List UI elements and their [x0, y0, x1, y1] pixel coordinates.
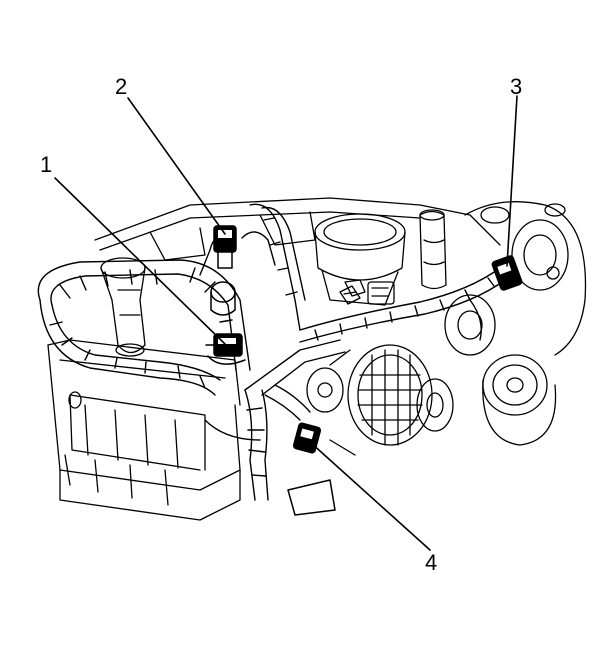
oil-fill-tube — [100, 257, 146, 357]
leader-lines — [54, 95, 518, 551]
lower-harness — [204, 339, 346, 501]
callout-2: 2 — [115, 74, 128, 99]
leader-line-4 — [309, 441, 431, 551]
leader-line-1 — [54, 177, 226, 345]
right-harness — [299, 267, 506, 343]
leader-line-3 — [506, 95, 518, 267]
connector-1 — [205, 333, 246, 365]
callout-3: 3 — [510, 74, 523, 99]
callout-1: 1 — [40, 152, 53, 177]
callout-4: 4 — [425, 550, 438, 575]
accessory-drive — [444, 201, 587, 446]
throttle-body — [314, 213, 406, 306]
intake-manifold — [94, 197, 501, 261]
bracket — [339, 285, 361, 305]
air-intake-tube — [419, 209, 447, 290]
connector-4 — [287, 422, 336, 516]
generator — [306, 344, 454, 456]
leader-line-2 — [127, 97, 226, 235]
connector-3 — [491, 255, 523, 291]
wiring-harness — [37, 203, 306, 396]
valve-cover — [47, 339, 241, 521]
